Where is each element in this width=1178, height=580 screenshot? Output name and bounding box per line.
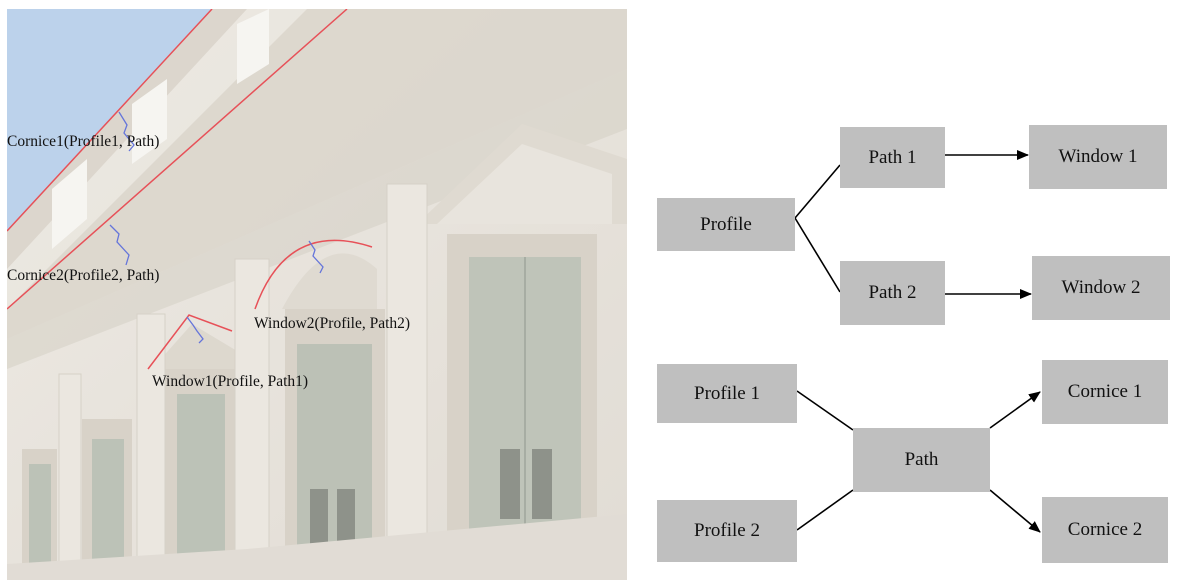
window1-label: Window1(Profile, Path1) <box>152 373 309 390</box>
window2-label: Window2(Profile, Path2) <box>254 315 411 332</box>
column <box>234 258 270 580</box>
edge-path-cornice1 <box>989 391 1041 429</box>
profile2-shape <box>109 224 130 266</box>
cornice1-label: Cornice1(Profile1, Path) <box>7 133 160 150</box>
column <box>136 313 166 580</box>
facade-photo: Cornice1(Profile1, Path) Cornice2(Profil… <box>7 9 627 580</box>
facade-illustration <box>7 9 627 580</box>
window2-profile-shape <box>308 240 324 274</box>
node-window1: Window 1 <box>1029 125 1167 189</box>
window1-path-curve <box>147 314 233 370</box>
attic-window <box>132 79 167 164</box>
attic-window <box>237 9 269 84</box>
node-window2: Window 2 <box>1032 256 1170 320</box>
node-path1: Path 1 <box>840 127 945 188</box>
edge-profile-path1 <box>794 164 841 219</box>
edge-profile-path2 <box>794 217 841 293</box>
frieze-band <box>7 69 627 369</box>
column <box>58 373 82 580</box>
node-profile: Profile <box>657 198 795 251</box>
node-profile1: Profile 1 <box>657 364 797 423</box>
edge-profile1-path <box>796 390 854 431</box>
window2-path-curve <box>254 239 373 310</box>
lower-cornice-band <box>7 9 627 339</box>
balustrade <box>7 514 627 580</box>
cornice2-label: Cornice2(Profile2, Path) <box>7 267 160 284</box>
window-shutters <box>177 394 225 580</box>
node-cornice2: Cornice 2 <box>1042 497 1168 563</box>
node-profile2: Profile 2 <box>657 500 797 562</box>
node-path2: Path 2 <box>840 261 945 325</box>
column <box>386 183 428 580</box>
node-path: Path <box>853 428 990 492</box>
profile1-shape <box>118 111 135 152</box>
attic-window <box>52 159 87 249</box>
cornice1-path-curve <box>7 9 213 232</box>
window1-profile-shape <box>186 316 204 344</box>
edge-path-cornice2 <box>989 489 1041 533</box>
edge-profile2-path <box>796 489 854 531</box>
node-cornice1: Cornice 1 <box>1042 360 1168 424</box>
cornice2-path-curve <box>7 9 348 310</box>
pediment-inner <box>437 144 612 224</box>
